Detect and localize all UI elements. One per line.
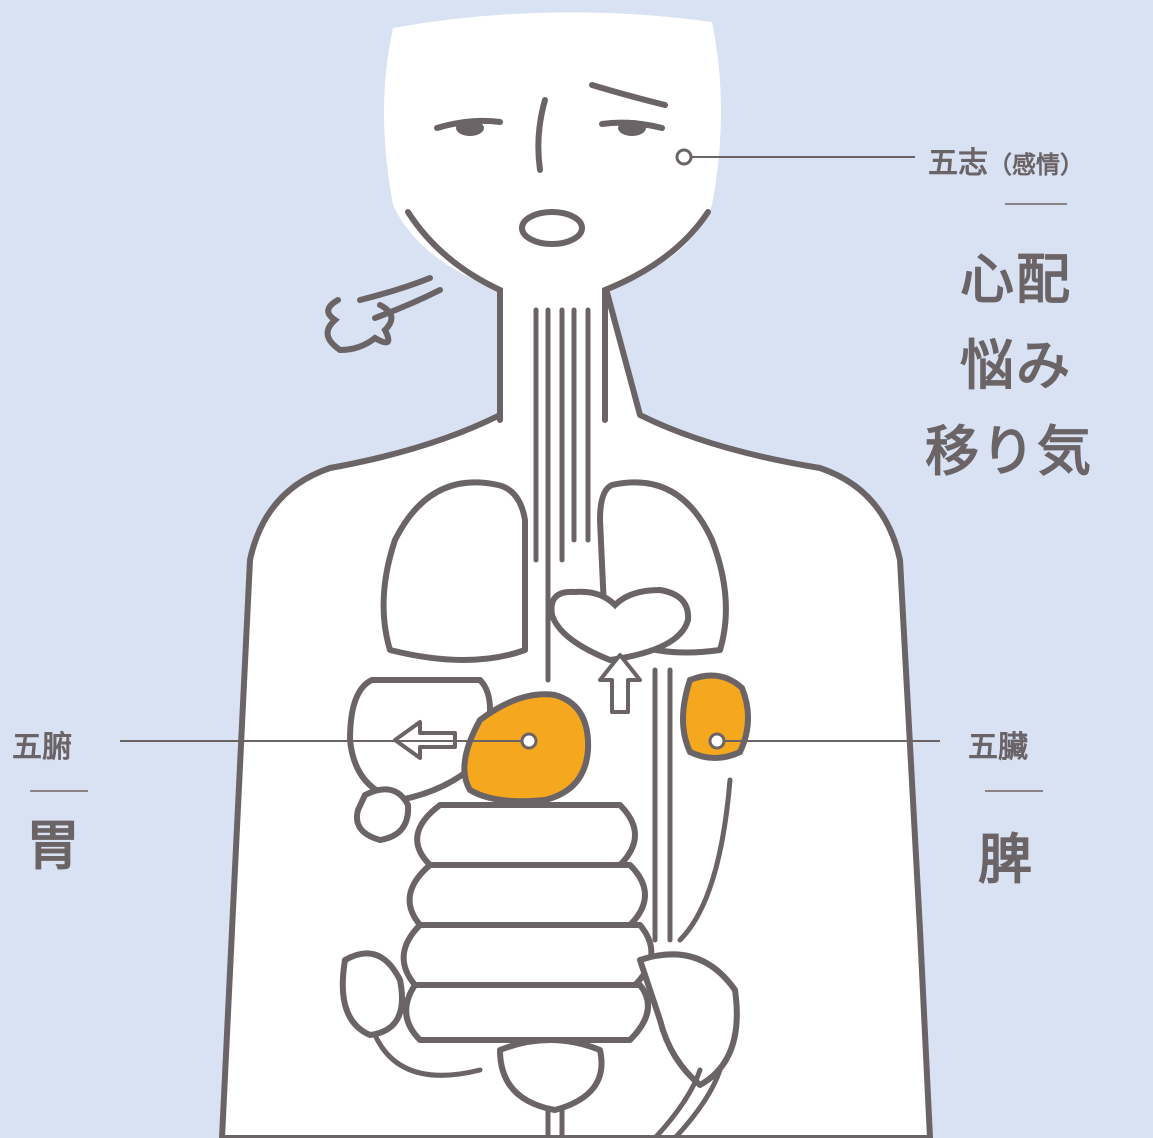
gallbladder	[357, 789, 408, 840]
zang-organ-value: 脾	[978, 818, 1034, 902]
fu-organ-value: 胃	[26, 804, 82, 888]
fu-organ-heading: 五腑	[12, 722, 72, 766]
emotion-item: 心配	[960, 238, 1072, 322]
emotion-heading-main: 五志	[928, 146, 988, 181]
emotion-divider	[1005, 203, 1067, 205]
zang-organ-divider	[985, 790, 1043, 792]
emotion-item: 移り気	[925, 410, 1093, 494]
emotion-heading-paren: （感情）	[988, 151, 1084, 179]
fu-organ-divider	[30, 790, 88, 792]
emotion-item: 悩み	[960, 324, 1072, 408]
zang-organ-heading: 五臟	[968, 722, 1028, 766]
emotion-heading: 五志（感情）	[928, 138, 1084, 182]
